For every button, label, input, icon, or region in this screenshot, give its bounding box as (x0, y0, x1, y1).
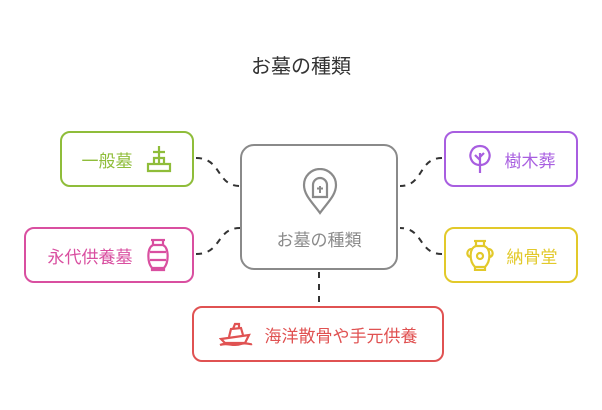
tree-icon (467, 144, 493, 174)
node-ippanbo-label: 一般墓 (81, 151, 133, 172)
ship-icon (218, 321, 253, 347)
node-noukotsu: 納骨堂 (444, 227, 578, 283)
node-kaiyo-label: 海洋散骨や手元供養 (264, 326, 418, 347)
urn-icon (145, 238, 171, 272)
center-node: お墓の種類 (240, 144, 398, 270)
node-ippanbo: 一般墓 (60, 131, 194, 187)
node-eitai-label: 永代供養墓 (47, 247, 133, 268)
node-eitai: 永代供養墓 (24, 227, 194, 283)
connector-ippanbo (195, 157, 241, 187)
node-noukotsu-label: 納骨堂 (506, 247, 558, 268)
connector-jumoku (399, 157, 443, 187)
connector-eitai (195, 227, 241, 255)
node-jumoku-label: 樹木葬 (504, 151, 556, 172)
diagram-title: お墓の種類 (251, 54, 351, 78)
amphora-icon (465, 239, 495, 271)
tombstone-pin-icon (298, 167, 342, 220)
tombstone-cross-icon (145, 144, 173, 174)
node-jumoku: 樹木葬 (444, 131, 578, 187)
center-label: お墓の種類 (276, 231, 362, 251)
connector-noukotsu (399, 227, 443, 255)
node-kaiyo: 海洋散骨や手元供養 (192, 306, 444, 362)
